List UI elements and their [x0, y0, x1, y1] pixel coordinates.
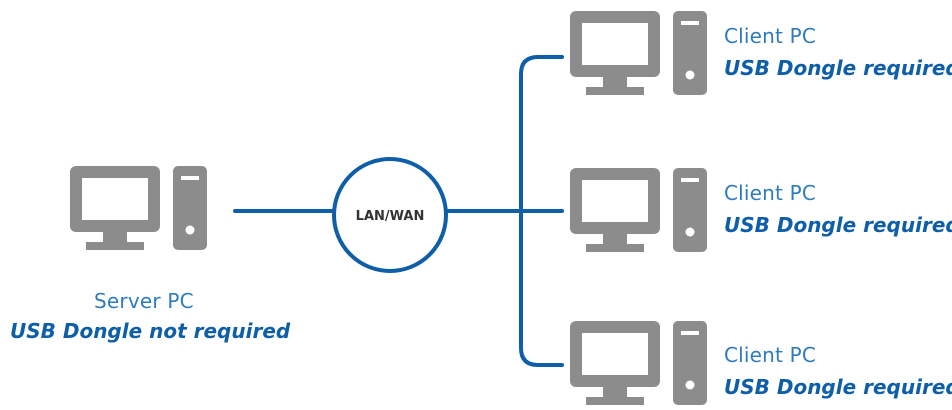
client-title: Client PC — [724, 24, 817, 48]
server-subtitle: USB Dongle not required — [10, 319, 291, 343]
server-title: Server PC — [94, 289, 194, 313]
client1-computer-icon — [570, 11, 707, 95]
client2-computer-icon — [570, 168, 707, 252]
server-computer-icon — [70, 166, 207, 250]
client-subtitle: USB Dongle required — [724, 375, 952, 399]
client3-computer-icon — [570, 321, 707, 405]
client-subtitle: USB Dongle required — [724, 56, 952, 80]
client-title: Client PC — [724, 181, 817, 205]
client-title: Client PC — [724, 343, 817, 367]
lan-wan-hub — [332, 157, 448, 273]
client-subtitle: USB Dongle required — [724, 213, 952, 237]
hub-label: LAN/WAN — [356, 209, 425, 224]
